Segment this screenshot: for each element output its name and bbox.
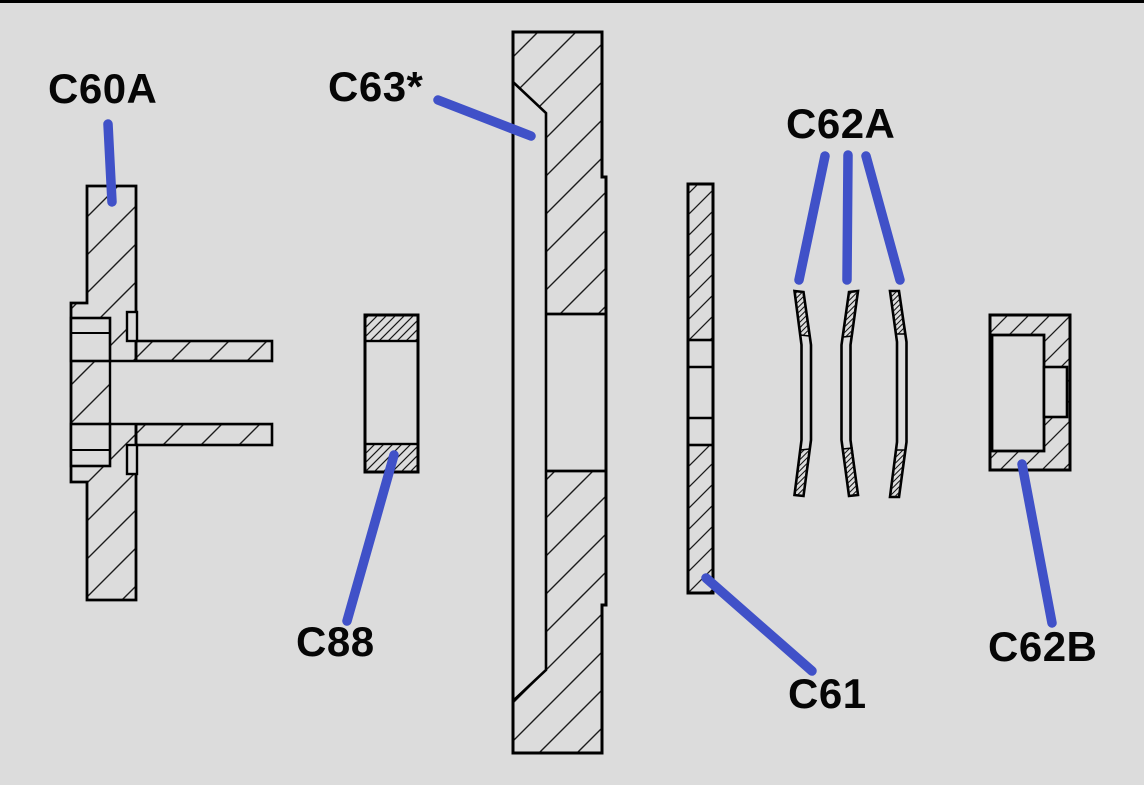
leader-line-c62b	[1017, 459, 1057, 628]
part-c60a-hub	[69, 184, 274, 602]
part-c88-ring	[363, 313, 420, 474]
image-top-border	[0, 0, 1144, 3]
leader-line-c60a	[103, 119, 117, 207]
label-c61: C61	[788, 670, 867, 717]
leader-line-c62a-2	[842, 150, 853, 285]
label-c88: C88	[296, 618, 375, 665]
label-c62a: C62A	[786, 100, 896, 147]
part-c63-drum	[511, 30, 608, 755]
label-c60a: C60A	[48, 65, 158, 112]
part-c62a-disc-springs	[792, 289, 908, 499]
leader-line-c62a-1	[794, 151, 830, 285]
leader-line-c88	[342, 450, 399, 626]
leader-line-c63	[433, 95, 536, 141]
part-c61-plate	[686, 182, 715, 595]
leader-line-c62a-3	[861, 151, 905, 285]
part-c62b-retainer	[988, 313, 1072, 472]
label-c63: C63*	[328, 63, 424, 110]
leader-line-c61	[701, 573, 817, 676]
label-c62b: C62B	[988, 623, 1098, 670]
